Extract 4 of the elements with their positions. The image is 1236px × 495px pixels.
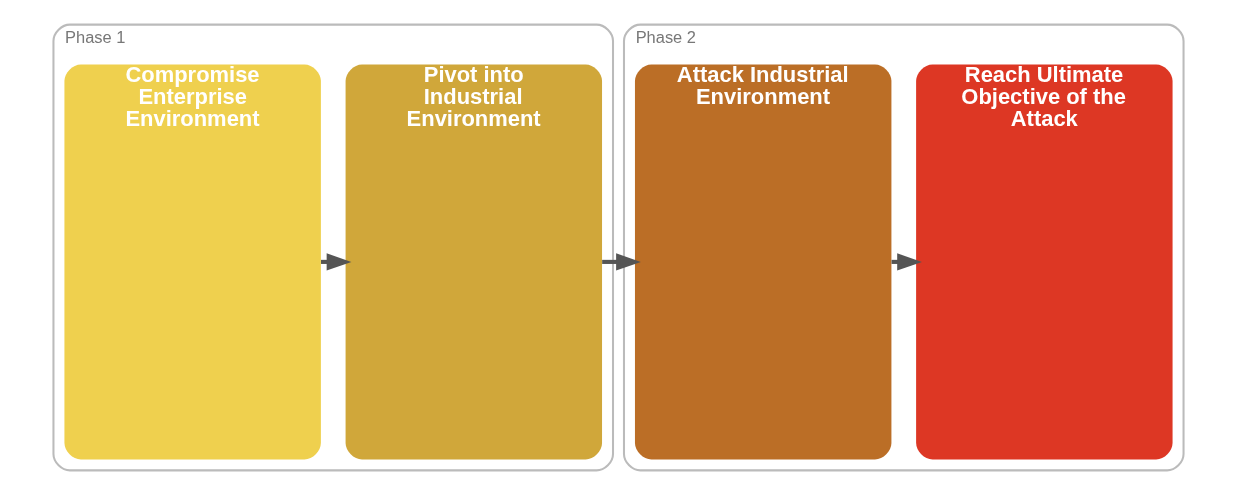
node-box: Compromise Enterprise Environment bbox=[63, 64, 321, 460]
node-box: Attack Industrial Environment bbox=[634, 64, 891, 460]
node-box: Reach Ultimate Objective of the Attack bbox=[915, 64, 1173, 460]
node-box: Pivot into Industrial Environment bbox=[345, 64, 602, 460]
